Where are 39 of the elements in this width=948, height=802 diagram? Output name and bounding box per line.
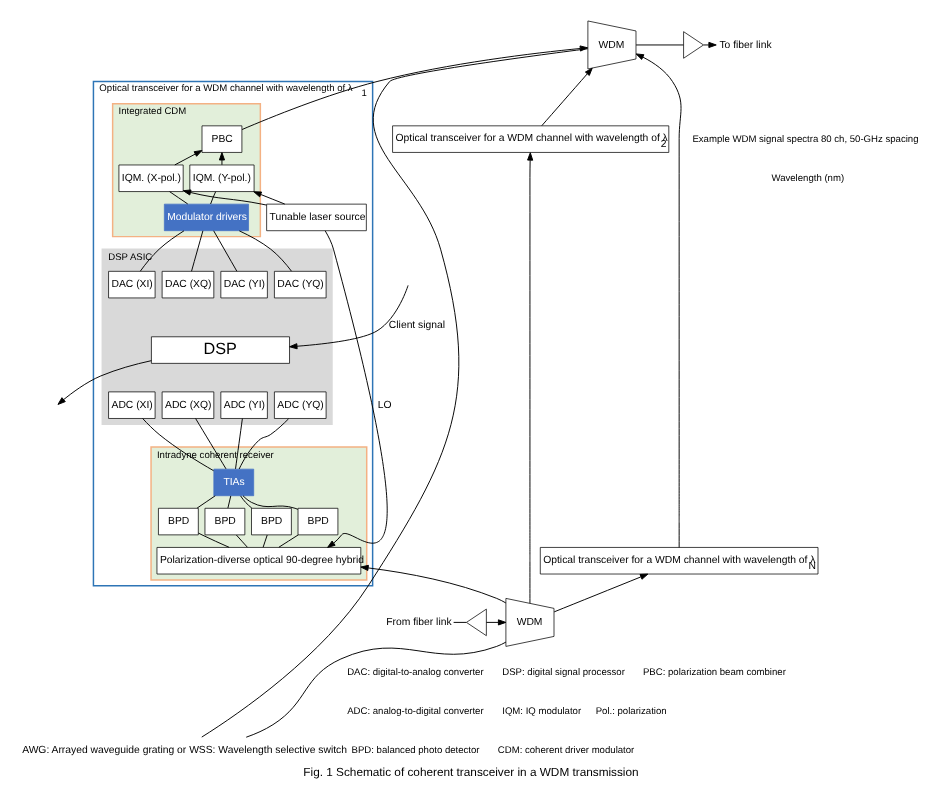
- arrow: [174, 149, 203, 165]
- connector: [142, 417, 215, 471]
- connector: [210, 190, 217, 204]
- connector: [191, 229, 204, 271]
- connector: [245, 640, 507, 737]
- node-triangle: [683, 30, 704, 58]
- connector: [235, 417, 243, 469]
- connector: [235, 533, 248, 547]
- connector: [201, 47, 589, 737]
- connector: [242, 494, 299, 509]
- arrow: [57, 359, 152, 404]
- arrow: [703, 40, 717, 47]
- connector: [635, 43, 684, 45]
- arrow: [541, 66, 593, 126]
- connector: [139, 229, 185, 271]
- connector: [278, 533, 299, 547]
- arrow: [324, 229, 388, 547]
- connector: [453, 620, 467, 622]
- arrow: [289, 283, 409, 349]
- arrow: [241, 44, 589, 129]
- connector: [195, 417, 227, 469]
- arrow: [253, 190, 286, 204]
- arrow: [485, 618, 507, 625]
- arrow: [635, 52, 682, 547]
- arrow: [218, 151, 225, 165]
- connector: [238, 417, 290, 469]
- connector: [197, 531, 230, 547]
- connector: [169, 190, 189, 204]
- connector: [240, 494, 253, 508]
- arrow: [182, 188, 267, 205]
- node-triangle: [466, 607, 487, 636]
- arrow: [553, 572, 649, 612]
- connector: [196, 494, 216, 508]
- arrow: [360, 563, 507, 603]
- connector: [238, 229, 292, 271]
- arrow: [527, 151, 534, 603]
- connector: [213, 229, 238, 271]
- connector: [262, 533, 268, 547]
- connector: [227, 494, 232, 508]
